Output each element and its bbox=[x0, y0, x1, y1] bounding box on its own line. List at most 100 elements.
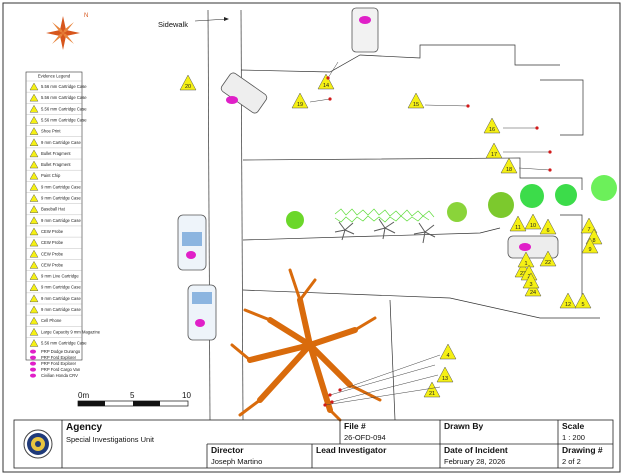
lead-investigator-label: Lead Investigator bbox=[316, 445, 387, 455]
evidence-marker-1[interactable]: 1 bbox=[517, 251, 535, 268]
evidence-marker-24[interactable]: 24 bbox=[524, 280, 542, 297]
legend-item-label: 5.56 mm Cartridge Case bbox=[41, 84, 87, 89]
hedge-row bbox=[334, 208, 435, 223]
evidence-marker-3[interactable]: 3 bbox=[522, 272, 540, 289]
tree bbox=[230, 268, 382, 422]
legend-row: 5.56 mm Cartridge Case bbox=[26, 92, 87, 102]
evidence-marker-13[interactable]: 13 bbox=[436, 366, 454, 383]
legend-row: Bullet Fragment bbox=[26, 158, 82, 169]
vehicle-ford-cargo-van[interactable] bbox=[187, 284, 217, 341]
evidence-marker-number: 9 bbox=[588, 247, 591, 253]
evidence-marker-icon bbox=[29, 227, 39, 236]
evidence-marker-7[interactable]: 7 bbox=[580, 217, 598, 234]
evidence-marker-icon bbox=[29, 327, 39, 336]
legend-item-label: Bullet Fragment bbox=[41, 162, 71, 167]
probe-line bbox=[503, 126, 539, 130]
evidence-marker-icon bbox=[29, 205, 39, 213]
legend-row: CEW Probe bbox=[26, 225, 82, 236]
legend-item-label: 5.56 mm Cartridge Case bbox=[41, 95, 87, 100]
legend-vehicle-label: Civilian Honda CRV bbox=[41, 373, 78, 378]
legend-row: CEW Probe bbox=[26, 259, 82, 269]
legend-row: 9 mm Cartridge Case bbox=[26, 292, 82, 303]
legend-row: Large Capacity 9 mm Magazine bbox=[26, 326, 101, 336]
vehicle-marker-icon bbox=[30, 349, 36, 354]
file-value: 26-OFD-094 bbox=[344, 433, 386, 442]
evidence-marker-number: 10 bbox=[530, 223, 536, 229]
evidence-marker-19[interactable]: 19 bbox=[291, 92, 309, 109]
scale-label-5: 5 bbox=[130, 391, 135, 400]
evidence-marker-9[interactable]: 9 bbox=[581, 237, 599, 254]
evidence-marker-17[interactable]: 17 bbox=[485, 142, 503, 159]
evidence-marker-icon bbox=[29, 238, 39, 247]
evidence-marker-6[interactable]: 6 bbox=[539, 218, 557, 235]
evidence-marker-21[interactable]: 21 bbox=[423, 381, 441, 398]
evidence-marker-icon bbox=[29, 339, 39, 347]
drawn-by-label: Drawn By bbox=[444, 421, 483, 431]
dead-shrubs bbox=[334, 218, 436, 244]
director-label: Director bbox=[211, 445, 244, 455]
evidence-marker-icon bbox=[29, 127, 39, 135]
legend-row: 5.56 mm Cartridge Case bbox=[26, 80, 87, 91]
evidence-marker-icon bbox=[29, 171, 39, 180]
evidence-marker-number: 3 bbox=[529, 282, 532, 288]
shrubs bbox=[286, 175, 617, 229]
agency-seal-icon bbox=[23, 429, 53, 459]
legend-vehicle-row: PRP Ford Cargo Van bbox=[30, 367, 81, 372]
legend-item-label: 9 mm Cartridge Case bbox=[41, 196, 81, 201]
legend-row: CEW Probe bbox=[26, 248, 82, 258]
legend-item-label: CEW Probe bbox=[41, 262, 64, 267]
probe-line bbox=[338, 354, 441, 392]
probe-line bbox=[330, 374, 439, 404]
evidence-marker-22[interactable]: 22 bbox=[539, 250, 557, 267]
legend-item-label: 9 mm Cartridge Case bbox=[41, 184, 81, 189]
legend-item-label: CEW Probe bbox=[41, 251, 64, 256]
sidewalk-label: Sidewalk bbox=[158, 20, 188, 29]
legend-item-label: Large Capacity 9 mm Magazine bbox=[41, 329, 101, 334]
legend-item-label: 9 mm Cartridge Case bbox=[41, 307, 81, 312]
legend-item-label: 9 mm Live Cartridge bbox=[41, 274, 79, 279]
title-block bbox=[13, 419, 614, 469]
legend-item-label: Baseball Hat bbox=[41, 207, 66, 212]
date-label: Date of Incident bbox=[444, 445, 508, 455]
probe-line bbox=[503, 150, 552, 154]
probe-line bbox=[328, 364, 436, 397]
evidence-markers: 201914151617181011678922231252412342113 bbox=[179, 61, 603, 407]
legend-row: 5.56 mm Cartridge Case bbox=[26, 337, 87, 347]
legend-row: 9 mm Cartridge Case bbox=[26, 281, 82, 291]
vehicle-ford-explorer[interactable] bbox=[177, 214, 207, 271]
street-lines bbox=[207, 9, 600, 421]
legend-item-label: 5.56 mm Cartridge Case bbox=[41, 117, 87, 122]
evidence-marker-16[interactable]: 16 bbox=[483, 117, 501, 134]
vehicle-marker-icon bbox=[30, 373, 36, 378]
evidence-marker-20[interactable]: 20 bbox=[179, 74, 197, 91]
vehicle-ford-explorer-top[interactable] bbox=[351, 7, 379, 53]
legend-item-label: Bullet Fragment bbox=[41, 151, 71, 156]
legend-row: 5.56 mm Cartridge Case bbox=[26, 103, 87, 113]
evidence-marker-icon bbox=[29, 260, 39, 269]
evidence-marker-number: 11 bbox=[515, 225, 521, 231]
evidence-marker-number: 13 bbox=[442, 376, 448, 382]
evidence-marker-number: 18 bbox=[506, 167, 512, 173]
evidence-marker-11[interactable]: 11 bbox=[509, 215, 527, 232]
probe-line bbox=[323, 386, 441, 407]
evidence-marker-14[interactable]: 14 bbox=[317, 73, 335, 90]
vehicle-dodge-durango[interactable] bbox=[220, 71, 269, 114]
evidence-marker-icon bbox=[29, 283, 39, 291]
evidence-marker-4[interactable]: 4 bbox=[439, 343, 457, 360]
evidence-legend: Evidence Legend 5.56 mm Cartridge Case5.… bbox=[25, 71, 101, 378]
legend-row: 9 mm Cartridge Case bbox=[26, 181, 82, 191]
legend-row: Shoe Print bbox=[26, 125, 82, 135]
evidence-marker-15[interactable]: 15 bbox=[407, 92, 425, 109]
file-label: File # bbox=[344, 421, 366, 431]
evidence-marker-12[interactable]: 12 bbox=[559, 292, 577, 309]
sidewalk-arrow bbox=[194, 18, 229, 22]
legend-item-label: 9 mm Cartridge Case bbox=[41, 285, 81, 290]
vehicle-marker-icon bbox=[30, 367, 36, 372]
legend-row: 9 mm Live Cartridge bbox=[26, 270, 82, 280]
evidence-marker-5[interactable]: 5 bbox=[574, 292, 592, 309]
agency-label: Agency bbox=[66, 422, 103, 433]
evidence-marker-number: 14 bbox=[323, 83, 329, 89]
evidence-marker-10[interactable]: 10 bbox=[524, 213, 542, 230]
evidence-marker-18[interactable]: 18 bbox=[500, 157, 518, 174]
vehicle-honda-crv[interactable] bbox=[507, 235, 559, 259]
